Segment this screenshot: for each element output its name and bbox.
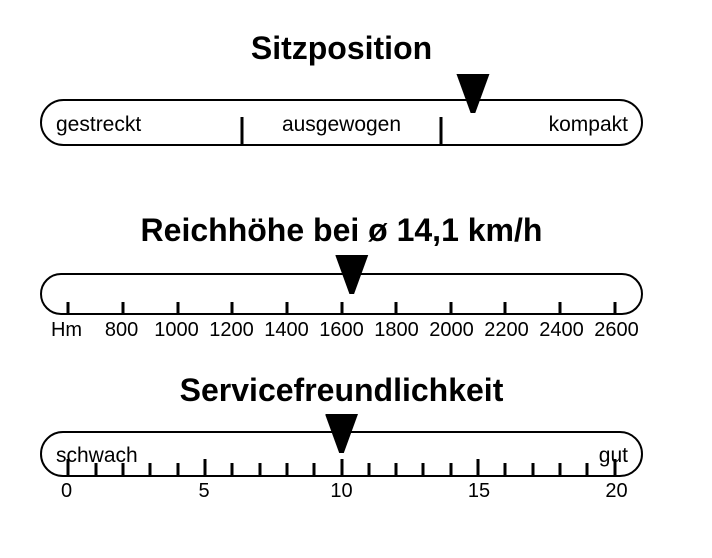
region-label-gestreckt: gestreckt (56, 113, 142, 136)
gauge-reichhoehe: Reichhöhe bei ø 14,1 km/h Hm 800 1000 1200 1… (40, 0, 643, 558)
gauge-title: Sitzposition (250, 30, 433, 66)
tick-label: 2400 (539, 319, 584, 341)
tick-label: 2200 (484, 319, 529, 341)
region-label-kompakt: kompakt (548, 113, 628, 136)
tick-label: 15 (467, 480, 491, 502)
gauge-title: Reichhöhe bei ø 14,1 km/h (140, 212, 543, 248)
tick-label: 1000 (154, 319, 199, 341)
region-label-schwach: schwach (56, 444, 138, 467)
scale-pill (40, 273, 643, 315)
tick-mark (585, 463, 589, 475)
tick-mark (613, 459, 617, 475)
tick-mark (394, 302, 398, 313)
tick-label-row: Hm 800 1000 1200 1400 1600 1800 2000 2200 2400 260… (40, 319, 643, 343)
tick-mark (66, 302, 70, 313)
tick-label: 1400 (264, 319, 309, 341)
tick-mark (449, 302, 453, 313)
tick-label: 10 (330, 480, 353, 502)
tick-label: 800 (104, 319, 139, 341)
scale-pill: gestreckt ausgewogen kompakt (40, 99, 643, 146)
tick-label: Hm (50, 319, 83, 341)
tick-mark (558, 302, 562, 313)
region-label-gut: gut (598, 444, 628, 467)
tick-label: 1600 (319, 319, 364, 341)
tick-label: 0 (60, 480, 73, 502)
tick-mark (230, 463, 234, 475)
tick-mark (312, 463, 316, 475)
tick-mark (285, 302, 289, 313)
tick-mark (176, 302, 180, 313)
tick-mark (94, 463, 98, 475)
tick-mark (613, 302, 617, 313)
tick-mark (558, 463, 562, 475)
region-divider (439, 117, 443, 144)
gauge-title: Servicefreundlichkeit (179, 372, 504, 408)
tick-mark (285, 463, 289, 475)
tick-mark (258, 463, 262, 475)
tick-row (42, 275, 641, 313)
tick-label: 1200 (209, 319, 254, 341)
region-divider (240, 117, 244, 144)
tick-mark (394, 463, 398, 475)
tick-label: 2600 (594, 319, 639, 341)
tick-mark (449, 463, 453, 475)
tick-mark (503, 302, 507, 313)
tick-mark (340, 302, 343, 313)
tick-label: 20 (605, 480, 628, 502)
tick-mark (203, 459, 207, 475)
tick-mark (503, 463, 507, 475)
tick-row (42, 433, 641, 475)
tick-mark (121, 463, 125, 475)
tick-label: 1800 (374, 319, 419, 341)
tick-mark (367, 463, 371, 475)
region-label-ausgewogen: ausgewogen (281, 113, 402, 136)
tick-label: 5 (198, 480, 210, 502)
tick-mark (230, 302, 234, 313)
tick-mark (176, 463, 180, 475)
tick-mark (531, 463, 535, 475)
tick-label-row: 0 5 10 15 20 (40, 480, 643, 504)
tick-mark (148, 463, 152, 475)
tick-mark (476, 459, 480, 475)
gauge-sitzposition: Sitzposition gestreckt ausgewogen kompak… (40, 0, 643, 558)
gauge-servicefreundlichkeit: Servicefreundlichkeit schwach gut 0 5 10 15… (40, 0, 643, 558)
tick-mark (421, 463, 425, 475)
tick-mark (121, 302, 125, 313)
tick-label: 2000 (429, 319, 474, 341)
tick-mark (66, 459, 70, 475)
tick-mark (340, 459, 343, 475)
